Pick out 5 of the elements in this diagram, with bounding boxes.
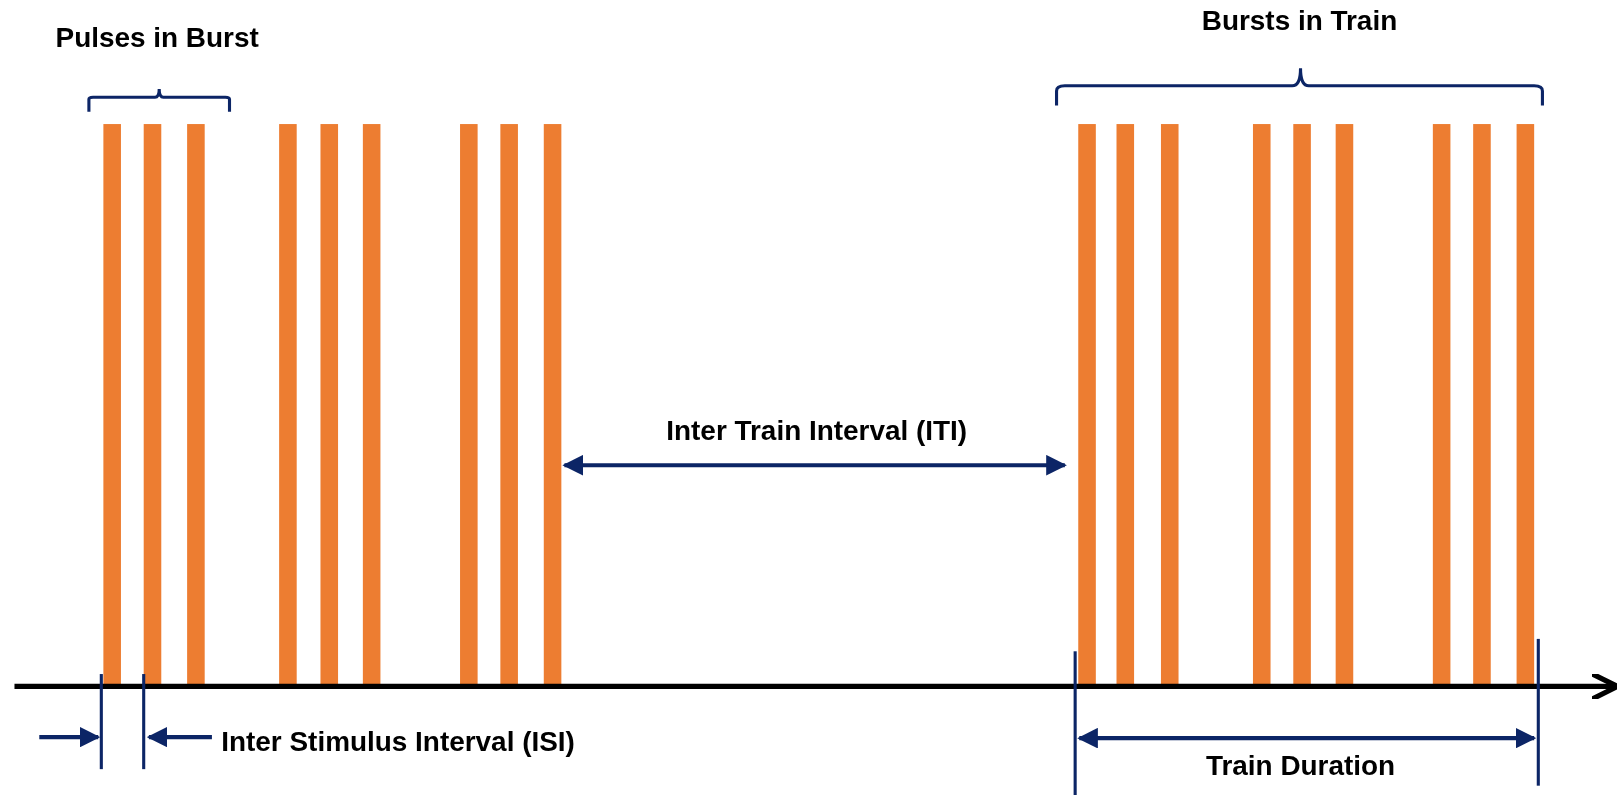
- dimension-label: Inter Train Interval (ITI): [666, 414, 968, 448]
- dimension-label: Pulses in Burst: [55, 20, 259, 54]
- dimension-label: Train Duration: [1205, 749, 1396, 783]
- dimension-label: Inter Stimulus Interval (ISI): [221, 724, 575, 758]
- dimension-label: Bursts in Train: [1201, 4, 1398, 38]
